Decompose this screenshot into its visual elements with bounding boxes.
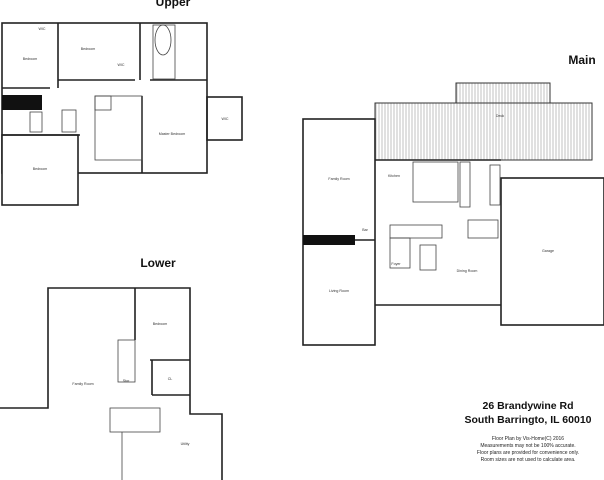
- room-label: Garage: [542, 249, 554, 253]
- address-line-2: South Barringto, IL 60010: [465, 414, 592, 426]
- note-line: Floor Plan by Vis-Home(C) 2016: [492, 436, 564, 442]
- room-label: Deck: [496, 114, 504, 118]
- room-label: Family Room: [328, 177, 349, 181]
- room-label: Bedroom: [81, 47, 96, 51]
- room-label: Dining Room: [457, 269, 478, 273]
- stair-dark: [2, 95, 42, 110]
- upper-floor-plan: Upper Bedroom Bedroom Master Bedroom Bed…: [1, 0, 243, 206]
- room-label: WIC: [39, 27, 46, 31]
- note-line: Room sizes are not used to calculate are…: [481, 457, 576, 463]
- room-label: Bedroom: [33, 167, 48, 171]
- lower-floor-plan: Lower Family Room Bedroom Utility Stor C…: [0, 256, 223, 480]
- room-label: Family Room: [72, 382, 93, 386]
- address-line-1: 26 Brandywine Rd: [482, 400, 573, 412]
- room-label: Foyer: [391, 262, 401, 266]
- room-label: Master Bedroom: [159, 132, 186, 136]
- room-label: CL: [168, 377, 173, 381]
- room-label: Living Room: [329, 289, 349, 293]
- room-label: WIC: [118, 63, 125, 67]
- room-label: Utility: [181, 442, 190, 446]
- main-floor-plan: Main Family Room Living Room Kitchen Foy…: [302, 53, 604, 346]
- note-line: Floor plans are provided for convenience…: [477, 450, 579, 456]
- room-label: Kitchen: [388, 174, 400, 178]
- lower-floor-label: Lower: [140, 256, 176, 270]
- main-floor-label: Main: [568, 53, 595, 67]
- upper-floor-label: Upper: [156, 0, 191, 9]
- room-label: Bedroom: [153, 322, 168, 326]
- room-label: Bar: [362, 228, 368, 232]
- room-label: Bedroom: [23, 57, 38, 61]
- room-label: Stor: [123, 379, 130, 383]
- room-label: WIC: [222, 117, 229, 121]
- note-line: Measurements may not be 100% accurate.: [480, 443, 575, 449]
